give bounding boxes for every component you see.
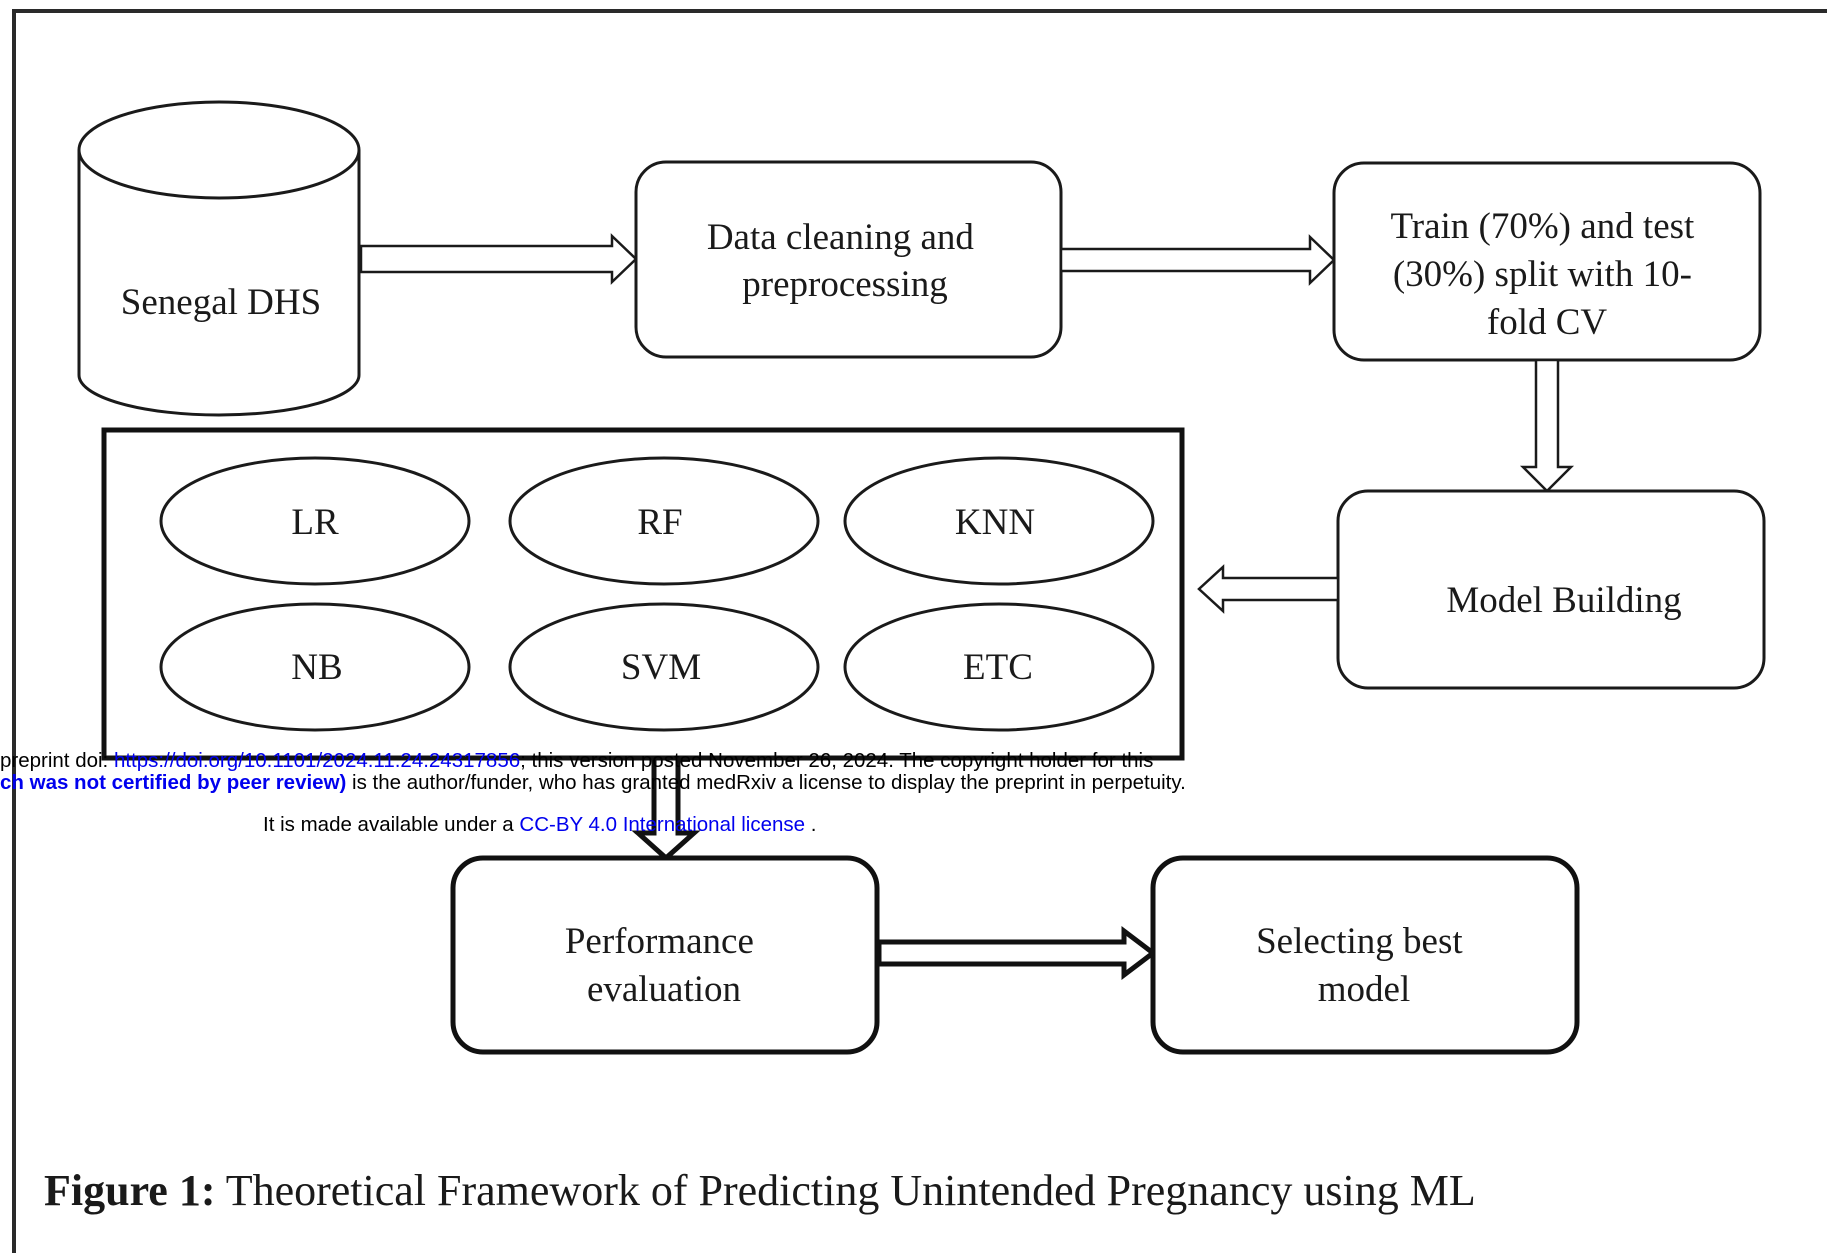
node-source-text: Senegal DHS xyxy=(121,282,321,323)
model-etc: ETC xyxy=(843,602,1155,732)
node-building: Model Building xyxy=(1336,489,1766,690)
node-building-text: Model Building xyxy=(1446,580,1681,621)
arrow-split-to-building xyxy=(1519,358,1575,493)
node-split-text: Train (70%) and test (30%) split with 10… xyxy=(1390,206,1703,343)
stamp-line-1: preprint doi: https://doi.org/10.1101/20… xyxy=(0,749,1153,772)
model-lr-label: LR xyxy=(291,502,339,543)
stamp-line-3: It is made available under a CC-BY 4.0 I… xyxy=(263,813,816,836)
caption-label: Figure 1: xyxy=(44,1166,216,1215)
preprint-stamp: preprint doi: https://doi.org/10.1101/20… xyxy=(0,749,1186,836)
model-knn-label: KNN xyxy=(955,502,1035,543)
arrow-building-to-models xyxy=(1197,564,1340,614)
figure-frame xyxy=(12,9,1827,1258)
arrow-models-to-evaluation xyxy=(631,755,701,862)
node-split: Train (70%) and test (30%) split with 10… xyxy=(1332,161,1762,362)
node-cleaning: Data cleaning and preprocessing xyxy=(634,160,1063,359)
stamp-line-2: ch was not certified by peer review) is … xyxy=(0,771,1186,794)
model-nb: NB xyxy=(159,602,471,732)
node-evaluation-text: Performance evaluation xyxy=(565,921,763,1010)
model-nb-label: NB xyxy=(291,647,342,688)
arrow-source-to-cleaning xyxy=(359,233,638,285)
database-cylinder: Senegal DHS xyxy=(77,100,361,417)
arrow-evaluation-to-selection xyxy=(876,925,1158,981)
model-rf-label: RF xyxy=(637,502,682,543)
doi-link[interactable]: https://doi.org/10.1101/2024.11.24.24317… xyxy=(114,749,520,772)
license-link[interactable]: CC-BY 4.0 International license xyxy=(519,813,805,836)
node-cleaning-text: Data cleaning and preprocessing xyxy=(707,217,983,305)
model-svm-label: SVM xyxy=(621,647,701,688)
model-lr: LR xyxy=(159,456,471,586)
caption-text: Theoretical Framework of Predicting Unin… xyxy=(216,1166,1476,1215)
model-etc-label: ETC xyxy=(963,647,1033,688)
figure-caption: Figure 1: Theoretical Framework of Predi… xyxy=(44,1166,1476,1215)
node-selection-text: Selecting best model xyxy=(1256,921,1472,1010)
node-selection: Selecting best model xyxy=(1150,855,1580,1055)
arrow-cleaning-to-split xyxy=(1059,234,1336,286)
model-knn: KNN xyxy=(843,456,1155,586)
model-svm: SVM xyxy=(508,602,820,732)
model-rf: RF xyxy=(508,456,820,586)
node-evaluation: Performance evaluation xyxy=(450,855,880,1055)
